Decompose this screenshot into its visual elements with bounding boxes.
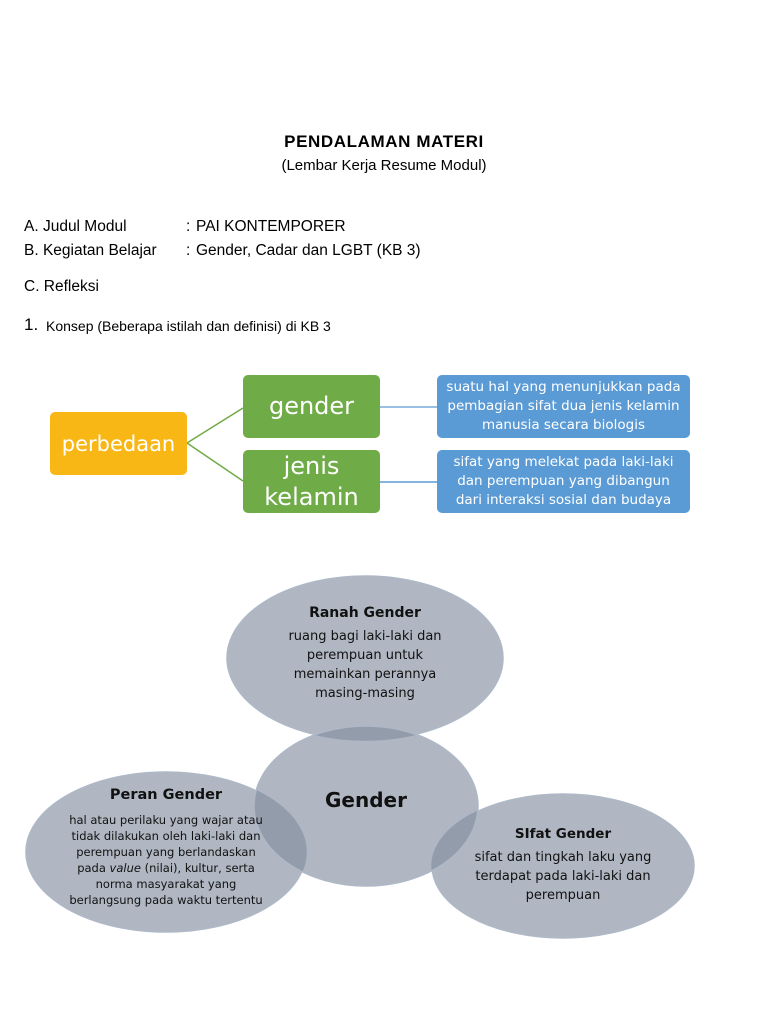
reflection-label: C. Refleksi: [24, 278, 99, 295]
venn-peran-text-1: hal atau perilaku yang wajar atau tidak …: [69, 813, 263, 875]
item-text: Konsep (Beberapa istilah dan definisi) d…: [46, 318, 331, 334]
venn-ellipse-center: [253, 725, 479, 887]
venn-peran-text-2: (nilai), kultur, serta norma masyarakat …: [69, 861, 263, 907]
module-title-colon: :: [186, 218, 191, 235]
venn-sifat-title: SIfat Gender: [514, 826, 612, 842]
learning-activity-colon: :: [186, 242, 191, 259]
item-number: 1.: [24, 315, 39, 334]
venn-ranah-text: ruang bagi laki-laki dan perempuan untuk…: [288, 629, 442, 701]
module-title-value: PAI KONTEMPORER: [196, 218, 346, 235]
desc-gender: suatu hal yang menunjukkan pada pembagia…: [437, 375, 690, 438]
page-title: PENDALAMAN MATERI: [284, 132, 484, 151]
venn-sifat-text: sifat dan tingkah laku yang terdapat pad…: [474, 850, 652, 903]
root-node-perbedaan: perbedaan: [50, 412, 187, 475]
learning-activity-value: Gender, Cadar dan LGBT (KB 3): [196, 242, 421, 259]
venn-peran-text-italic: value: [109, 861, 141, 875]
venn-sifat: SIfat Gender sifat dan tingkah laku yang…: [468, 826, 658, 905]
learning-activity-label: B. Kegiatan Belajar: [24, 242, 157, 259]
venn-center-label: Gender: [325, 788, 407, 812]
venn-ranah: Ranah Gender ruang bagi laki-laki dan pe…: [270, 605, 460, 703]
venn-peran: Peran Gender hal atau perilaku yang waja…: [66, 787, 266, 908]
node-jenis-kelamin: jenis kelamin: [243, 450, 380, 513]
connector-root-jenis: [186, 442, 244, 482]
node-jenis-line2: kelamin: [264, 482, 359, 511]
node-gender: gender: [243, 375, 380, 438]
connector-root-gender: [186, 407, 244, 444]
venn-peran-title: Peran Gender: [109, 787, 223, 803]
venn-ranah-title: Ranah Gender: [309, 605, 421, 621]
desc-jenis-kelamin: sifat yang melekat pada laki-laki dan pe…: [437, 450, 690, 513]
venn-peran-text: hal atau perilaku yang wajar atau tidak …: [66, 812, 266, 908]
node-jenis-line1: jenis: [283, 451, 340, 480]
module-title-label: A. Judul Modul: [24, 218, 127, 235]
page-subtitle: (Lembar Kerja Resume Modul): [281, 157, 487, 174]
